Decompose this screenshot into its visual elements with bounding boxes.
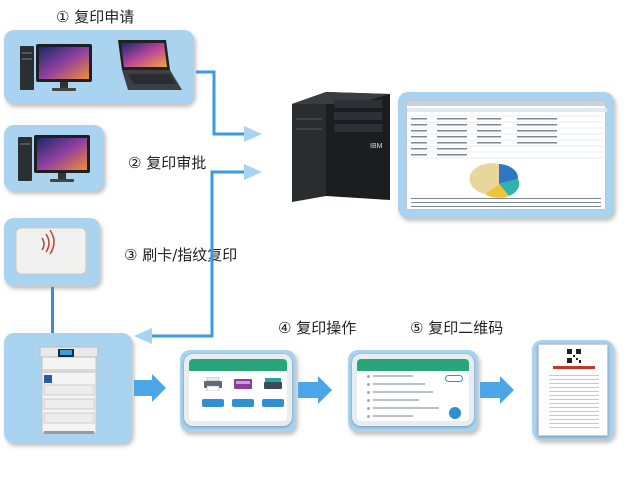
list-item[interactable] (367, 406, 447, 413)
list-item[interactable] (367, 374, 447, 381)
arrow-head (244, 126, 262, 142)
list-item[interactable] (367, 414, 447, 421)
software-window (406, 100, 607, 210)
confirm-button[interactable] (449, 407, 461, 419)
step-4-label: ④ 复印操作 (278, 319, 357, 337)
card-reader-icon (15, 227, 87, 275)
qr-code-icon (567, 349, 581, 363)
approve-panel (4, 125, 104, 191)
qr-document (538, 344, 608, 436)
arrow-qr-to-document (480, 376, 514, 404)
arrow-head (244, 164, 262, 180)
step-1-label: ① 复印申请 (56, 8, 135, 26)
arrow-copier-to-operate (134, 374, 166, 402)
printer-icon (204, 377, 222, 391)
laptop-icon (118, 40, 182, 90)
software-panel (398, 92, 614, 218)
file-list-tablet (352, 354, 474, 426)
data-table (407, 108, 607, 207)
doc-text (549, 375, 599, 431)
step-5-label: ⑤ 复印二维码 (410, 319, 504, 337)
scanner-icon (234, 379, 252, 389)
server-brand: IBM (370, 143, 383, 150)
copy-icon (264, 378, 282, 389)
step-2-label: ② 复印审批 (128, 154, 207, 172)
server-tower-icon: IBM (292, 92, 390, 202)
card-reader-panel (4, 218, 100, 286)
list-item[interactable] (367, 390, 447, 397)
copy-button[interactable] (262, 399, 284, 407)
doc-title-bar (553, 366, 595, 369)
step-3-label: ③ 刷卡/指纹复印 (124, 246, 238, 264)
connector-line (51, 287, 54, 333)
print-button[interactable] (202, 399, 224, 407)
apply-panel (4, 30, 194, 104)
arrow-apply-to-server (196, 70, 250, 136)
scan-button[interactable] (232, 399, 254, 407)
desktop-pc-icon (20, 44, 92, 91)
arrow-head (134, 328, 152, 344)
desktop-pc-icon (18, 135, 90, 182)
copier-icon (39, 346, 99, 434)
list-item[interactable] (367, 382, 447, 389)
pie-chart (469, 163, 520, 198)
copier-panel (4, 333, 132, 443)
arrow-operate-to-qr (298, 376, 332, 404)
list-item[interactable] (367, 398, 447, 405)
operate-tablet (184, 354, 292, 426)
file-list-header (357, 359, 469, 371)
side-button[interactable] (445, 375, 463, 382)
operate-tablet-header (189, 359, 287, 371)
